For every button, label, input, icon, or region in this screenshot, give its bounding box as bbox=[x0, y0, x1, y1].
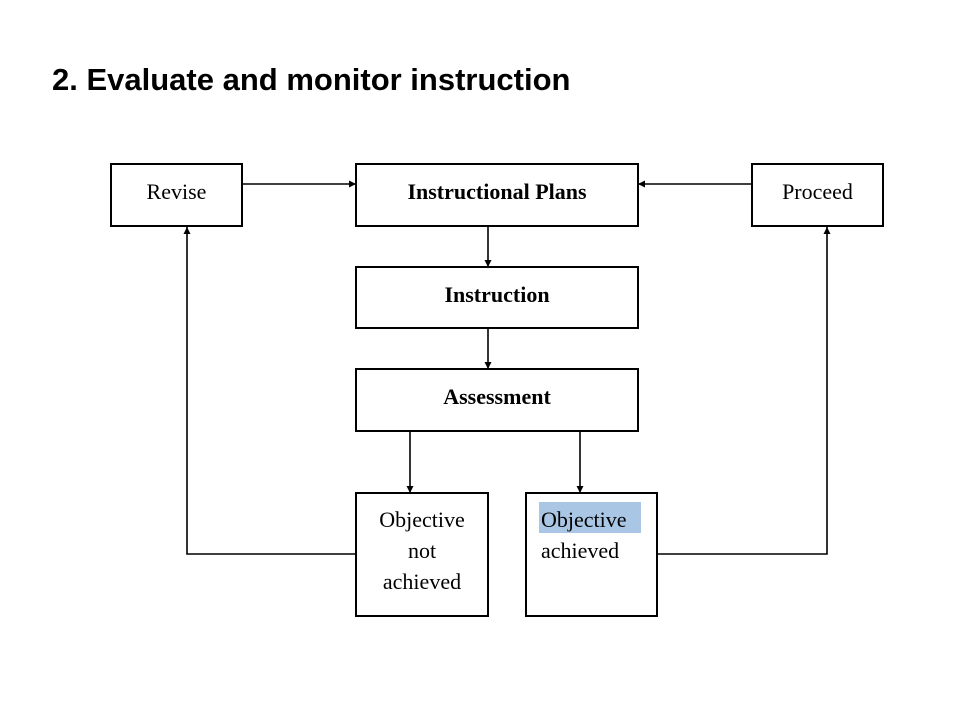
objective-not-achieved-line-2: not bbox=[408, 538, 436, 563]
assessment-label: Assessment bbox=[443, 384, 551, 409]
text-selection-highlight bbox=[539, 502, 641, 533]
arrow-not-achieved-to-revise bbox=[183, 227, 356, 555]
objective-achieved-line-2: achieved bbox=[541, 538, 619, 563]
objective-achieved-node: Objective achieved bbox=[525, 492, 658, 617]
objective-achieved-line-1: Objective bbox=[541, 507, 627, 532]
proceed-label: Proceed bbox=[782, 179, 853, 204]
objective-not-achieved-line-1: Objective bbox=[379, 507, 465, 532]
instructional-plans-node: Instructional Plans bbox=[355, 163, 639, 227]
revise-label: Revise bbox=[147, 179, 207, 204]
assessment-node: Assessment bbox=[355, 368, 639, 432]
proceed-node: Proceed bbox=[751, 163, 884, 227]
objective-not-achieved-line-3: achieved bbox=[383, 569, 461, 594]
instructional-plans-label: Instructional Plans bbox=[407, 179, 587, 204]
arrow-achieved-to-proceed bbox=[657, 227, 831, 555]
instruction-label: Instruction bbox=[444, 282, 549, 307]
objective-not-achieved-node: Objective not achieved bbox=[355, 492, 489, 617]
instruction-node: Instruction bbox=[355, 266, 639, 329]
slide-title: 2. Evaluate and monitor instruction bbox=[52, 62, 571, 97]
revise-node: Revise bbox=[110, 163, 243, 227]
